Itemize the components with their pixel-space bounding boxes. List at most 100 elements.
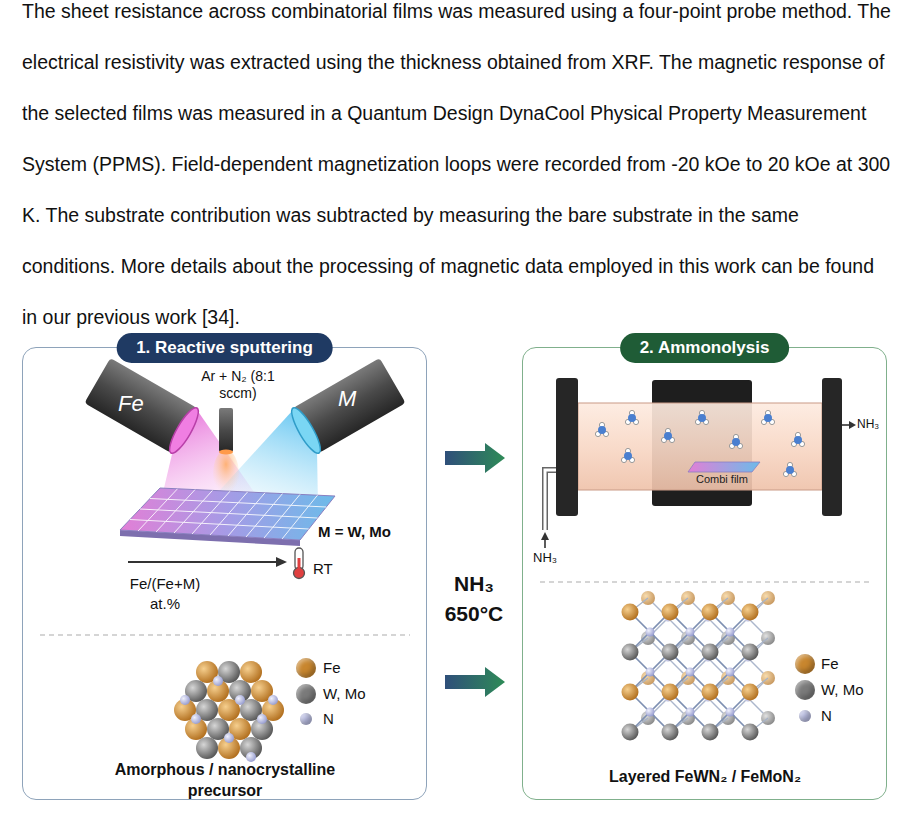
atom-cluster	[213, 676, 223, 686]
sputter-gun	[287, 404, 325, 456]
combinatorial-substrate	[120, 488, 335, 540]
diagram-label: NH₃	[857, 417, 879, 432]
process-panel: 1. Reactive sputtering	[22, 347, 427, 800]
diagram-label: NH₃	[533, 550, 557, 566]
legend-swatch	[799, 710, 811, 722]
crystal-structure	[646, 668, 655, 677]
panel-heading: 2. Ammonolysis	[620, 333, 790, 363]
combinatorial-substrate	[140, 509, 318, 518]
legend-text: N	[323, 709, 334, 729]
ammonia-molecule	[624, 452, 632, 460]
diagram-label: RT	[313, 559, 333, 578]
crystal-structure	[742, 684, 759, 701]
legend-text: Fe	[821, 654, 839, 674]
sputter-gun	[287, 358, 406, 457]
legend-text: W, Mo	[323, 684, 366, 704]
diagram-label: M	[338, 386, 356, 412]
atom-cluster	[224, 733, 234, 743]
atom-cluster	[235, 695, 245, 705]
crystal-structure	[702, 684, 719, 701]
crystal-structure	[702, 724, 719, 741]
diagram-label: Fe	[118, 391, 144, 417]
dashed-separator	[40, 634, 410, 635]
gas-nozzle	[213, 408, 239, 498]
sputter-gun	[165, 404, 203, 456]
process-panel: 2. Ammonolysis	[522, 347, 887, 800]
tube-furnace	[556, 378, 578, 516]
legend-text: N	[821, 706, 832, 726]
combinatorial-substrate	[120, 488, 335, 546]
crystal-structure	[742, 724, 759, 741]
crystal-structure	[702, 604, 719, 621]
ammonia-molecule	[786, 466, 794, 474]
atom-cluster	[174, 661, 284, 762]
ammonia-molecule	[621, 448, 634, 462]
crystal-structure	[641, 591, 775, 725]
thermometer-icon	[298, 558, 301, 570]
panel-heading: 1. Reactive sputtering	[116, 333, 333, 363]
atom-cluster	[268, 695, 278, 705]
process-arrow	[445, 443, 505, 473]
dashed-separator	[540, 581, 870, 582]
ammonia-molecule	[783, 462, 796, 476]
crystal-structure	[622, 724, 639, 741]
legend-swatch	[300, 713, 312, 725]
crystal-structure	[702, 644, 719, 661]
gas-nozzle	[219, 408, 233, 452]
legend-text: Fe	[323, 658, 341, 678]
combinatorial-substrate	[130, 520, 309, 530]
ammonia-molecule	[729, 434, 742, 448]
crystal-structure	[742, 604, 759, 621]
thermometer-icon	[295, 548, 303, 570]
legend-swatch	[795, 680, 815, 700]
tube-furnace	[688, 462, 760, 472]
crystal-structure	[622, 644, 639, 661]
gas-pipe	[545, 470, 556, 530]
crystal-structure	[726, 668, 735, 677]
atom-cluster	[191, 714, 201, 724]
gas-pipe	[849, 421, 856, 429]
crystal-structure	[662, 684, 679, 701]
body-paragraph: The sheet resistance across combinatoria…	[22, 0, 894, 343]
crystal-structure	[648, 598, 768, 718]
ammonia-molecule	[664, 432, 672, 440]
gas-pipe	[541, 532, 549, 540]
crystal-structure	[622, 591, 776, 741]
gas-nozzle	[219, 450, 233, 455]
crystal-structure	[686, 668, 695, 677]
sputter-gun	[84, 358, 203, 457]
gas-pipe	[545, 470, 556, 530]
gradient-arrow	[128, 561, 278, 563]
crystal-structure	[742, 644, 759, 661]
diagram-label: Layered FeWN₂ / FeMoN₂	[555, 766, 855, 787]
combinatorial-substrate	[150, 499, 326, 508]
gradient-arrow	[128, 557, 287, 567]
ammonia-molecule	[595, 422, 608, 436]
diagram-label: NH₃ 650°C	[440, 569, 508, 629]
ammonia-molecule	[791, 432, 804, 446]
legend-text: W, Mo	[821, 680, 864, 700]
legend-swatch	[795, 654, 815, 674]
ammonia-molecule	[695, 410, 708, 424]
gas-pipe	[541, 421, 856, 548]
ammonia-molecule	[698, 414, 706, 422]
crystal-structure	[646, 628, 655, 637]
diagram-label: Combi film	[685, 473, 759, 486]
crystal-structure	[662, 644, 679, 661]
crystal-structure	[726, 628, 735, 637]
diagram-label: Fe/(Fe+M) at.%	[116, 574, 214, 614]
combinatorial-substrate	[130, 489, 326, 539]
crystal-structure	[686, 628, 695, 637]
crystal-structure	[686, 708, 695, 717]
atom-cluster	[196, 737, 218, 759]
gas-pipe	[842, 424, 850, 426]
ammonia-molecule	[625, 410, 638, 424]
crystal-structure	[726, 708, 735, 717]
tube-furnace	[578, 403, 822, 490]
atom-cluster	[180, 695, 190, 705]
ammonia-molecule	[794, 436, 802, 444]
ammonia-molecule	[732, 438, 740, 446]
crystal-structure	[630, 598, 768, 732]
